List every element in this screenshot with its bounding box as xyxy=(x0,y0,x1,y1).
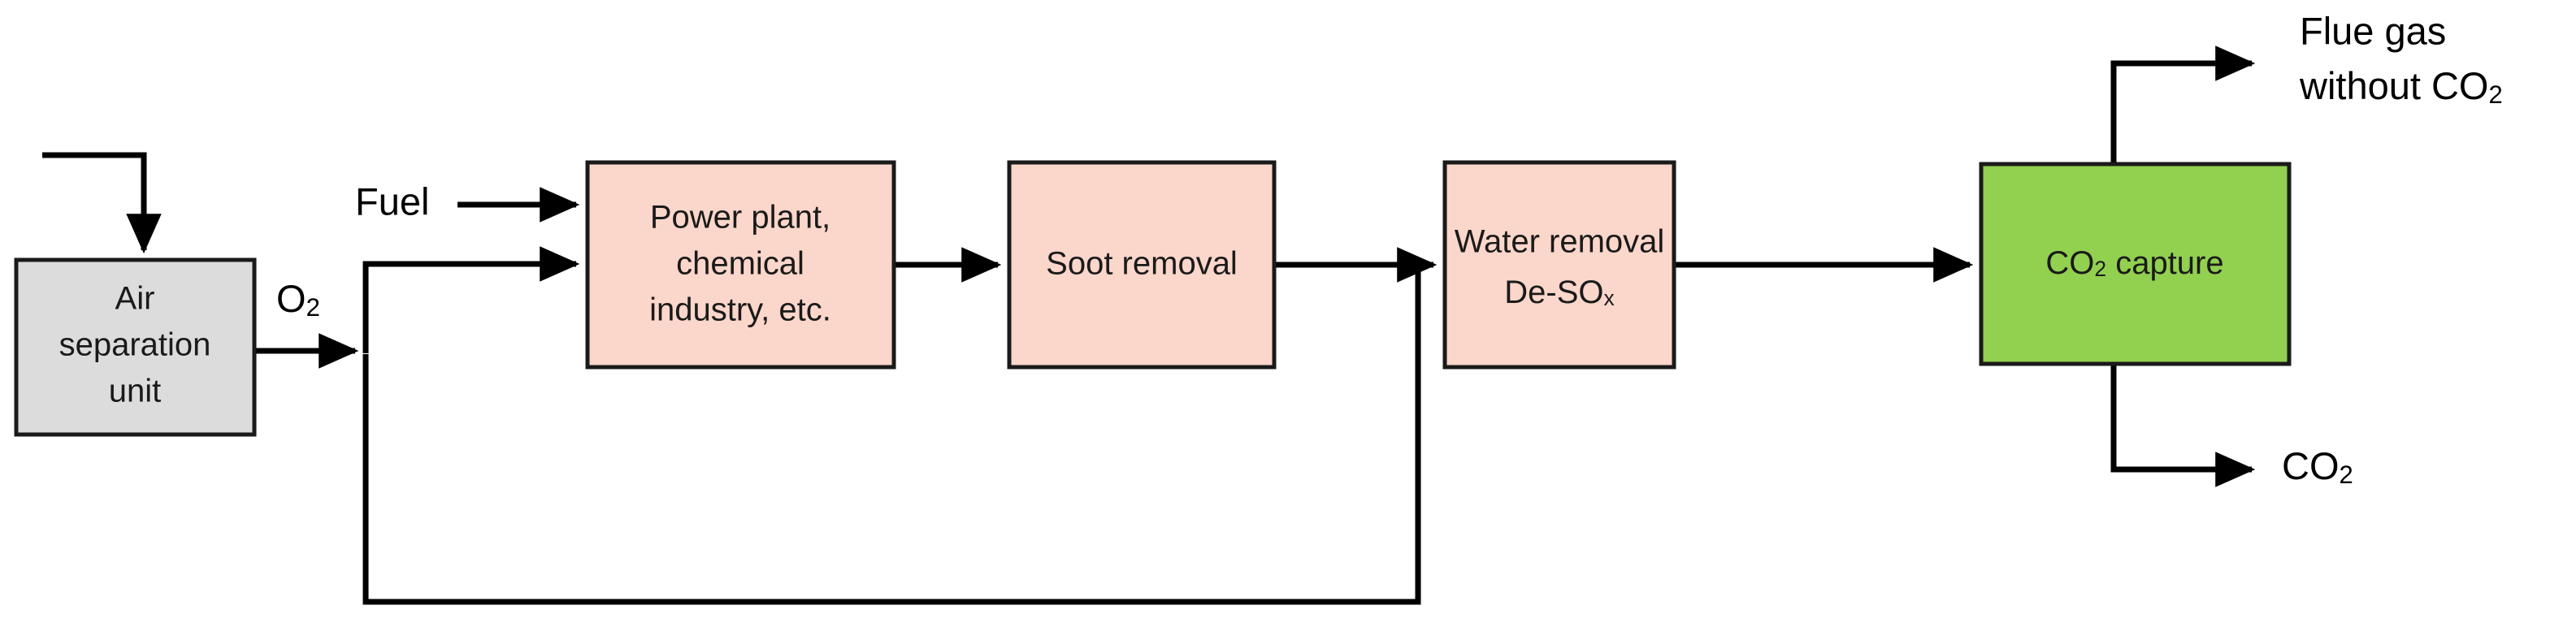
soot-removal-label: Soot removal xyxy=(1046,246,1238,282)
node-air-separation-unit[interactable]: Air separation unit xyxy=(14,257,257,437)
co2-capture-box[interactable] xyxy=(1979,162,2292,366)
co2-capture-label-formula: CO xyxy=(2045,245,2094,281)
desox-label-text: De-SO xyxy=(1504,275,1603,310)
node-water-removal-desox[interactable]: Water removal De-SOx xyxy=(1442,160,1676,370)
connector-oxygen-riser-to-power-plant xyxy=(362,246,580,353)
connector-flue-gas-recycle-loop xyxy=(362,268,1421,605)
fuel-stream-label: Fuel xyxy=(355,179,429,223)
flue-gas-outlet-label-line-2: without CO2 xyxy=(2299,64,2503,108)
co2-product-label-text: CO xyxy=(2282,444,2340,487)
co2-product-label: CO2 xyxy=(2282,444,2353,488)
power-plant-label-line-3: industry, etc. xyxy=(649,292,831,328)
water-removal-desox-box[interactable] xyxy=(1442,160,1676,370)
desox-label: De-SOx xyxy=(1504,275,1614,311)
node-co2-capture[interactable]: CO2 capture xyxy=(1979,162,2292,366)
stream-labels-layer: O2 Fuel Flue gas without CO2 CO2 xyxy=(276,9,2503,488)
connector-co2-capture-to-co2-outlet xyxy=(2110,364,2256,487)
air-separation-unit-label-line-3: unit xyxy=(109,374,162,409)
flue-gas-outlet-label-text: without CO xyxy=(2299,64,2488,107)
flue-gas-outlet-subscript: 2 xyxy=(2488,80,2502,109)
connectors-layer xyxy=(42,45,2256,605)
connector-co2-capture-to-flue-gas-outlet xyxy=(2110,45,2256,164)
co2-capture-subscript: 2 xyxy=(2094,257,2106,281)
oxygen-label-text: O xyxy=(276,277,306,320)
power-plant-label-line-2: chemical xyxy=(676,246,804,282)
nodes-layer: Air separation unit Power plant, chemica… xyxy=(14,160,2292,437)
oxygen-label-subscript: 2 xyxy=(306,293,320,322)
power-plant-box[interactable] xyxy=(585,160,896,370)
connector-air-to-asu xyxy=(42,152,162,254)
co2-capture-label: CO2 capture xyxy=(2045,245,2223,282)
node-power-plant[interactable]: Power plant, chemical industry, etc. xyxy=(585,160,896,370)
co2-capture-label-suffix: capture xyxy=(2106,245,2224,281)
oxygen-stream-label: O2 xyxy=(276,277,320,321)
flue-gas-outlet-label-line-1: Flue gas xyxy=(2300,9,2446,52)
air-separation-unit-label-line-1: Air xyxy=(115,281,155,317)
co2-product-subscript: 2 xyxy=(2340,461,2353,489)
node-soot-removal[interactable]: Soot removal xyxy=(1007,160,1277,370)
desox-subscript: x xyxy=(1604,286,1615,310)
air-separation-unit-label-line-2: separation xyxy=(59,327,211,363)
soot-removal-box[interactable] xyxy=(1007,160,1277,370)
air-separation-unit-box[interactable] xyxy=(14,257,257,437)
water-removal-label: Water removal xyxy=(1455,224,1665,260)
power-plant-label-line-1: Power plant, xyxy=(650,200,830,236)
